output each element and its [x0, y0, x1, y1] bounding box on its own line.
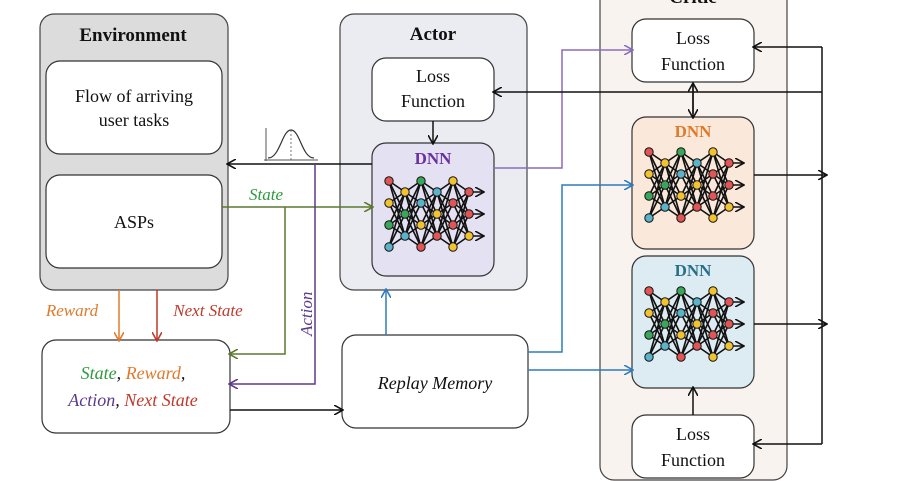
critic-dnn-top-label: DNN — [675, 122, 713, 141]
actor-dnn-label: DNN — [415, 149, 453, 168]
action-to-transition-arrow — [230, 164, 316, 384]
action-label: Action — [297, 292, 316, 337]
critic-title: Critic — [669, 0, 716, 8]
critic-loss-bottom-label-line2: Function — [661, 450, 725, 470]
task-flow-box — [45, 60, 223, 155]
transition-sep3: , — [115, 390, 124, 410]
critic-bottom-neural-network-icon — [644, 286, 743, 362]
actor-to-critic-loss-arrow — [494, 50, 632, 169]
actor-loss-label-line2: Function — [401, 91, 465, 111]
asps-box — [45, 174, 223, 269]
transition-line2: Action, Next State — [67, 390, 197, 410]
transition-next-state: Next State — [123, 390, 197, 410]
state-to-transition-arrow — [230, 207, 286, 354]
actor-title: Actor — [410, 24, 457, 45]
critic-loss-bottom-label-line1: Loss — [676, 424, 710, 444]
replay-memory-box — [341, 334, 529, 429]
task-flow-label-line1: Flow of arriving — [75, 86, 193, 106]
reward-label: Reward — [45, 301, 99, 320]
next-state-label: Next State — [172, 301, 243, 320]
transition-action: Action — [67, 390, 115, 410]
critic-loss-top-label-line2: Function — [661, 54, 725, 74]
transition-reward: Reward — [125, 363, 182, 383]
transition-line1: State, Reward, — [81, 363, 186, 383]
state-label: State — [249, 185, 283, 204]
actor-loss-label-line1: Loss — [416, 66, 450, 86]
replay-to-critic-top-arrow — [528, 185, 632, 353]
actor-neural-network-icon — [384, 176, 483, 252]
environment-title: Environment — [79, 25, 187, 46]
transition-sep2: , — [181, 363, 186, 383]
gaussian-distribution-icon — [264, 128, 318, 161]
asps-label: ASPs — [114, 212, 154, 232]
transition-tuple-box — [41, 339, 231, 434]
task-flow-label-line2: user tasks — [99, 110, 170, 130]
replay-memory-label: Replay Memory — [377, 373, 492, 393]
critic-loss-top-label-line1: Loss — [676, 28, 710, 48]
transition-state: State — [81, 363, 117, 383]
transition-sep1: , — [117, 363, 126, 383]
critic-top-neural-network-icon — [644, 147, 743, 223]
critic-dnn-bottom-label: DNN — [675, 261, 713, 280]
